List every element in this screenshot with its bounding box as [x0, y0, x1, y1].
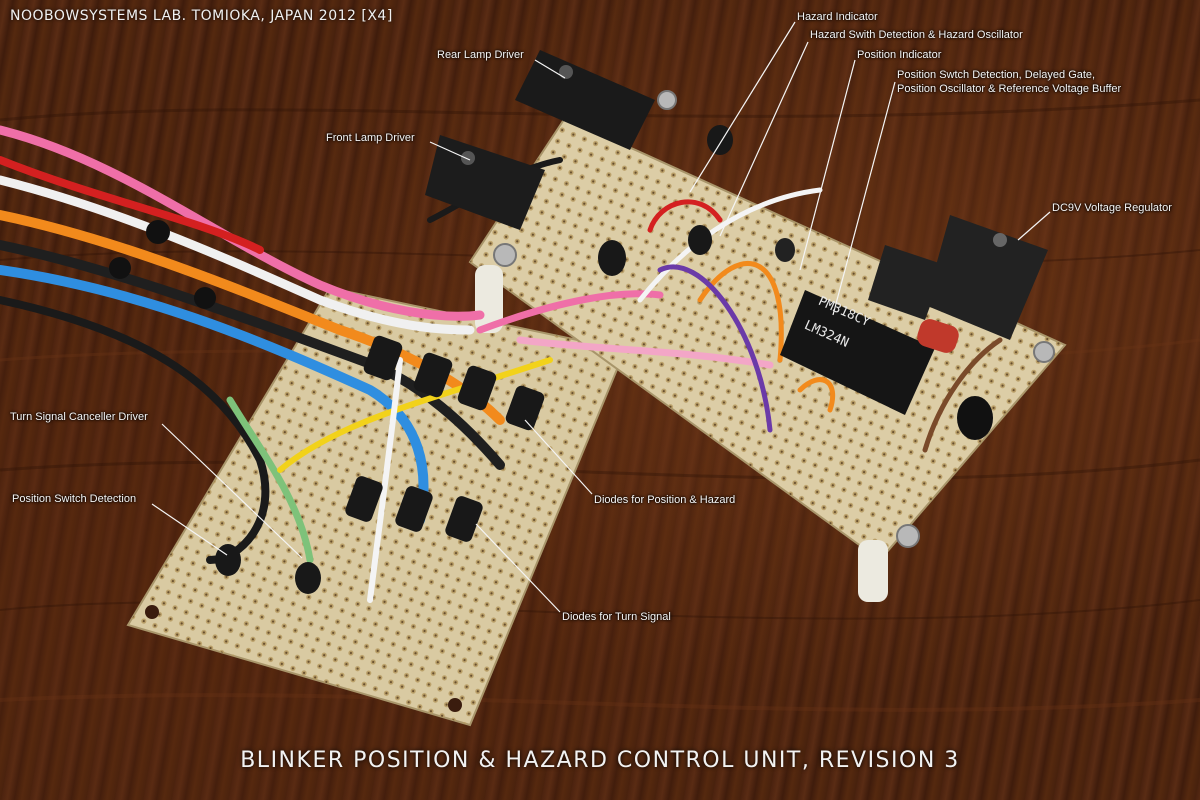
- label-position-switch-line1: Position Swtch Detection, Delayed Gate,: [897, 69, 1096, 81]
- wire-bundle: [0, 125, 1003, 603]
- label-diodes-position: Diodes for Position & Hazard: [594, 494, 736, 506]
- label-rear-lamp-driver: Rear Lamp Driver: [437, 49, 524, 61]
- label-turn-canceller: Turn Signal Canceller Driver: [10, 411, 148, 423]
- label-voltage-regulator: DC9V Voltage Regulator: [1052, 202, 1172, 214]
- title-caption: BLINKER POSITION & HAZARD CONTROL UNIT, …: [240, 748, 960, 773]
- label-position-switch-line2: Position Oscillator & Reference Voltage …: [897, 83, 1122, 95]
- small-components: [215, 125, 993, 594]
- label-diodes-turn: Diodes for Turn Signal: [562, 611, 671, 623]
- label-front-lamp-driver: Front Lamp Driver: [326, 132, 415, 144]
- label-position-indicator: Position Indicator: [857, 49, 942, 61]
- lower-pcb-board: [126, 286, 627, 727]
- annotation-lines: [151, 21, 1051, 613]
- label-position-detection: Position Switch Detection: [12, 493, 137, 505]
- label-hazard-switch: Hazard Swith Detection & Hazard Oscillat…: [810, 29, 1023, 41]
- to220-components: [425, 50, 1048, 340]
- label-hazard-indicator: Hazard Indicator: [797, 11, 878, 23]
- standoffs: [475, 90, 1055, 602]
- lm324-ic: [780, 290, 935, 415]
- header-caption: NOOBOWSYSTEMS LAB. TOMIOKA, JAPAN 2012 […: [10, 8, 393, 24]
